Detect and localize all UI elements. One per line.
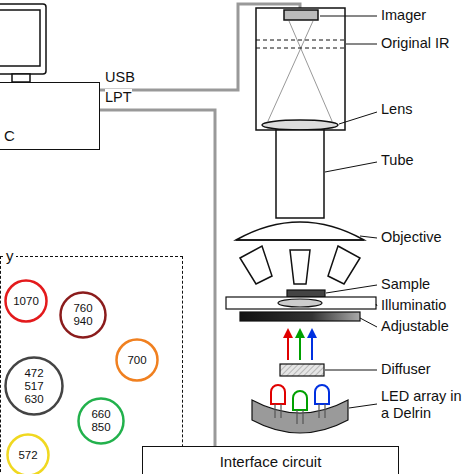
part-label: Imager [381, 7, 426, 24]
port-label: LPT [105, 89, 132, 106]
camera-housing [256, 8, 345, 218]
node-label: y [4, 247, 16, 265]
wavelength-number: 572 [18, 449, 37, 462]
part-label: Adjustable [381, 318, 449, 335]
node-label: C [4, 127, 15, 145]
interface-circuit-box: Interface circuit [142, 446, 399, 474]
wavelength-circle: 572 [6, 433, 50, 474]
wavelength-number: 1070 [13, 295, 39, 308]
circle-outline [8, 435, 49, 474]
part-label: Original IR [381, 35, 450, 52]
objective-turret [236, 222, 364, 284]
part-label: Lens [381, 101, 412, 118]
part-label: Illuminatio [381, 297, 446, 314]
wavelength-circle: 660 850 [77, 397, 125, 445]
wavelength-number: 472 517 630 [24, 367, 43, 406]
circle-outline [61, 293, 106, 338]
pc-monitor [0, 4, 46, 82]
port-label: USB [105, 69, 135, 86]
node-label: Interface circuit [143, 447, 398, 471]
wavelength-circle: 1070 [4, 279, 48, 323]
wavelength-circle: 760 940 [59, 291, 107, 339]
wavelength-number: 700 [127, 354, 146, 367]
sample-stage [226, 290, 376, 321]
leader-lines [320, 16, 377, 408]
diffuser-plate [280, 364, 324, 376]
wavelength-circle: 700 [115, 338, 159, 382]
part-label: Diffuser [381, 361, 431, 378]
wavelength-circle: 472 517 630 [4, 356, 64, 416]
part-label: LED array in a Delrin [381, 388, 473, 422]
part-label: Objective [381, 229, 441, 246]
cable-connector [100, 110, 215, 446]
circle-outline [117, 340, 158, 381]
circle-outline [79, 399, 124, 444]
wavelength-group: y1070760 940472 517 630700660 850572 [0, 256, 183, 474]
circle-outline [6, 358, 63, 415]
part-label: Sample [381, 276, 430, 293]
light-arrows [283, 328, 317, 360]
pc-tower: C [0, 82, 100, 150]
circle-outline [6, 281, 47, 322]
part-label: Tube [381, 152, 414, 169]
led-array [252, 385, 348, 433]
wavelength-number: 660 850 [91, 408, 110, 434]
wavelength-number: 760 940 [73, 302, 92, 328]
